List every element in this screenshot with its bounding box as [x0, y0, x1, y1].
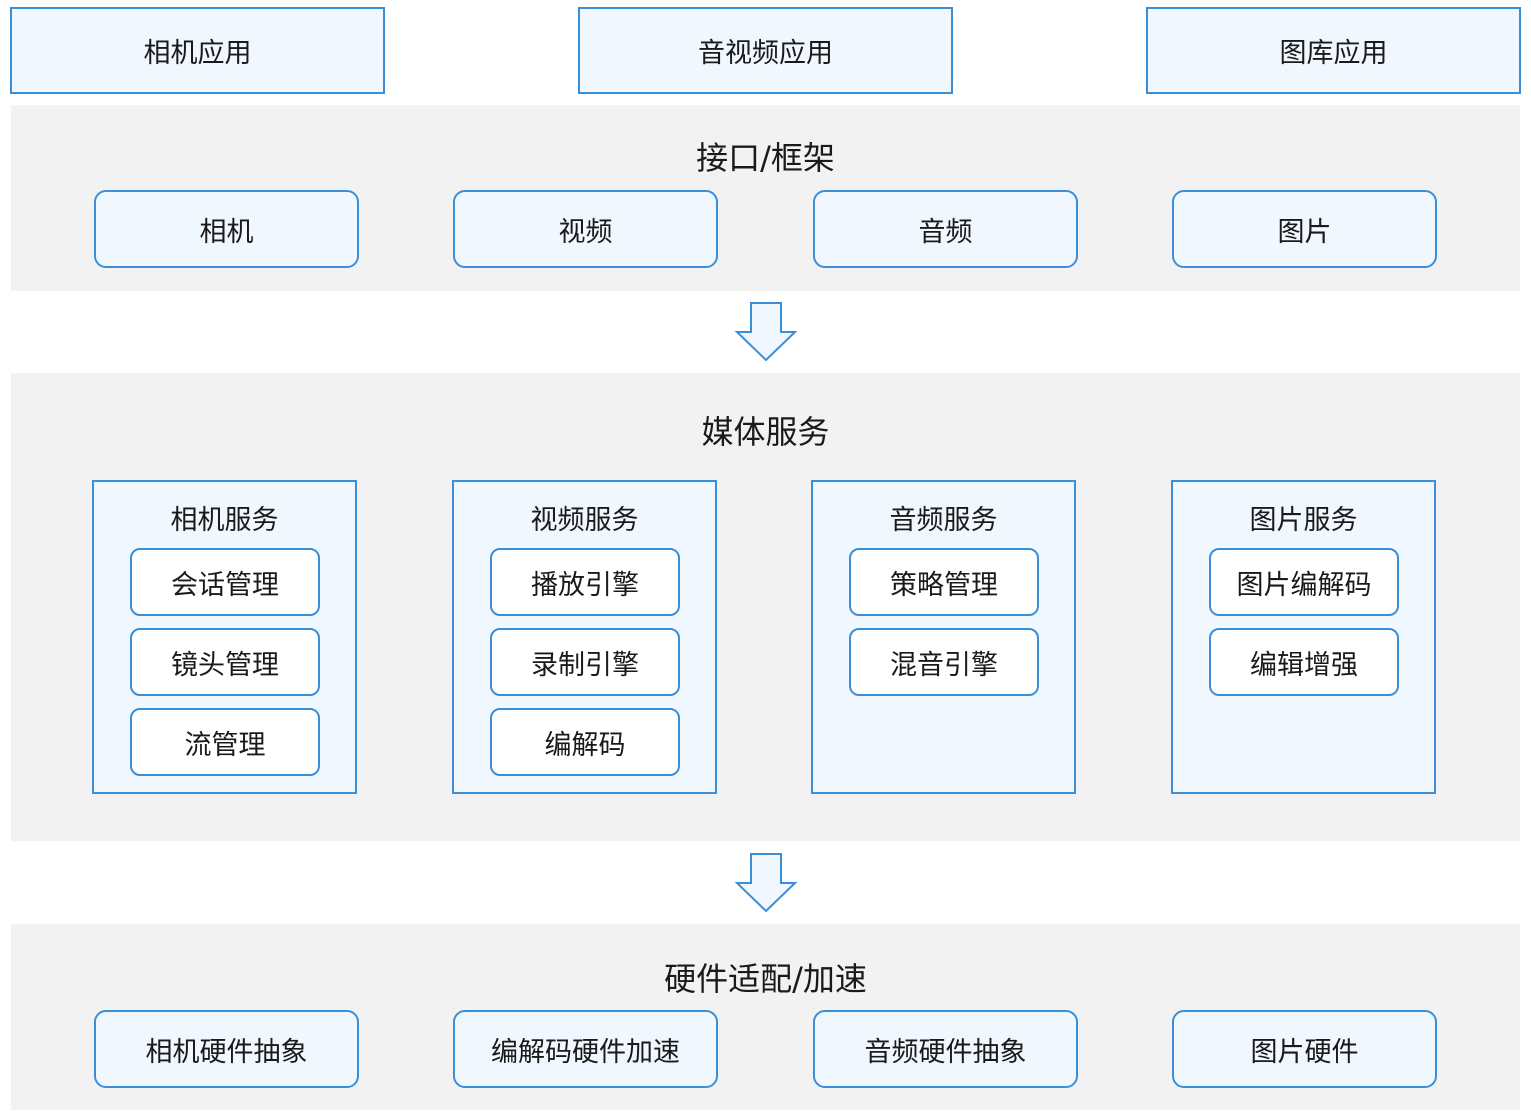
- app-box-gallery: 图库应用: [1146, 7, 1521, 94]
- audio-service-panel: 音频服务 策略管理 混音引擎: [811, 480, 1076, 794]
- session-management: 会话管理: [130, 548, 320, 616]
- hardware-item-audio-hal: 音频硬件抽象: [813, 1010, 1078, 1088]
- down-arrow-icon: [734, 853, 798, 913]
- mixing-engine: 混音引擎: [849, 628, 1039, 696]
- media-service-title: 媒体服务: [701, 413, 830, 451]
- media-service-band: 媒体服务 相机服务 会话管理 镜头管理 流管理 视频服务 播放引擎 录制引擎 编…: [11, 373, 1520, 841]
- hardware-title: 硬件适配/加速: [664, 960, 867, 998]
- framework-item-image: 图片: [1172, 190, 1437, 268]
- image-service-panel: 图片服务 图片编解码 编辑增强: [1171, 480, 1436, 794]
- app-box-audio-video: 音视频应用: [578, 7, 953, 94]
- framework-band: 接口/框架 相机 视频 音频 图片: [11, 105, 1520, 291]
- codec: 编解码: [490, 708, 680, 776]
- hardware-band: 硬件适配/加速 相机硬件抽象 编解码硬件加速 音频硬件抽象 图片硬件: [11, 924, 1520, 1110]
- editing-enhancement: 编辑增强: [1209, 628, 1399, 696]
- camera-service-panel: 相机服务 会话管理 镜头管理 流管理: [92, 480, 357, 794]
- audio-service-title: 音频服务: [889, 505, 998, 536]
- framework-title: 接口/框架: [696, 139, 835, 177]
- video-service-panel: 视频服务 播放引擎 录制引擎 编解码: [452, 480, 717, 794]
- hardware-item-image-hardware: 图片硬件: [1172, 1010, 1437, 1088]
- image-codec: 图片编解码: [1209, 548, 1399, 616]
- hardware-item-codec-acceleration: 编解码硬件加速: [453, 1010, 718, 1088]
- framework-item-audio: 音频: [813, 190, 1078, 268]
- app-box-camera: 相机应用: [10, 7, 385, 94]
- policy-management: 策略管理: [849, 548, 1039, 616]
- framework-item-camera: 相机: [94, 190, 359, 268]
- playback-engine: 播放引擎: [490, 548, 680, 616]
- image-service-title: 图片服务: [1249, 505, 1358, 536]
- hardware-item-camera-hal: 相机硬件抽象: [94, 1010, 359, 1088]
- lens-management: 镜头管理: [130, 628, 320, 696]
- video-service-title: 视频服务: [530, 505, 639, 536]
- framework-item-video: 视频: [453, 190, 718, 268]
- recording-engine: 录制引擎: [490, 628, 680, 696]
- stream-management: 流管理: [130, 708, 320, 776]
- down-arrow-icon: [734, 302, 798, 362]
- camera-service-title: 相机服务: [170, 505, 279, 536]
